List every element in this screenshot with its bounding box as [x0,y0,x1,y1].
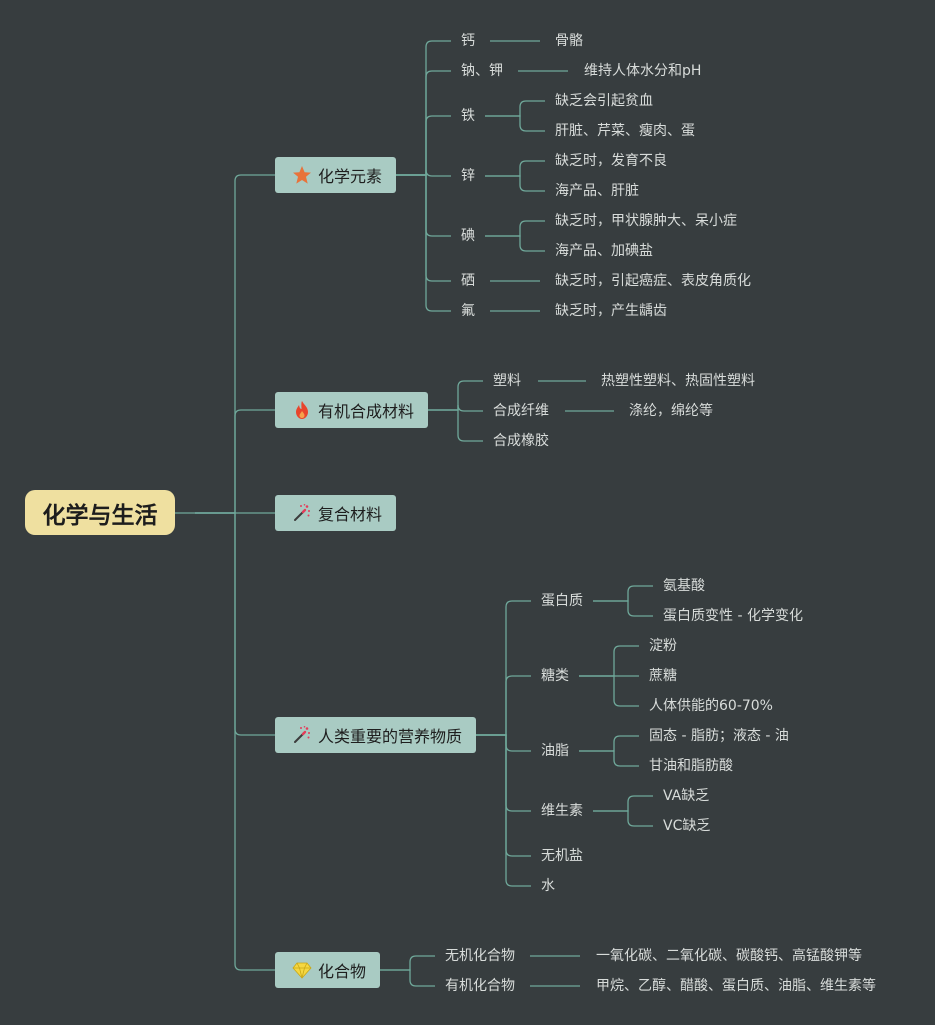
star-icon [291,164,313,186]
diamond-icon [291,959,313,981]
subtopic[interactable]: 蛋白质 [541,593,583,609]
subtopic[interactable]: 合成纤维 [493,403,549,419]
leaf-topic[interactable]: 缺乏会引起贫血 [555,93,653,109]
branch-label: 有机合成材料 [318,402,415,421]
leaf-topic[interactable]: 蔗糖 [649,668,677,684]
leaf-topic[interactable]: 海产品、肝脏 [555,183,639,199]
leaf-topic[interactable]: 甘油和脂肪酸 [649,758,733,774]
subtopic[interactable]: 无机化合物 [445,948,515,964]
subtopic[interactable]: 氟 [461,303,475,319]
subtopic[interactable]: 钙 [461,33,475,49]
subtopic[interactable]: 硒 [461,273,475,289]
subtopic[interactable]: 钠、钾 [461,63,503,79]
leaf-topic[interactable]: 缺乏时，发育不良 [555,153,667,169]
leaf-topic[interactable]: 一氧化碳、二氧化碳、碳酸钙、高锰酸钾等 [596,948,862,964]
flame-icon [291,399,313,421]
leaf-topic[interactable]: 甲烷、乙醇、醋酸、蛋白质、油脂、维生素等 [596,978,876,994]
leaf-topic[interactable]: 蛋白质变性 - 化学变化 [663,608,803,624]
branch-label: 复合材料 [318,505,383,524]
branch-label: 化合物 [318,962,367,981]
subtopic[interactable]: 锌 [461,168,475,184]
branch-topic-2[interactable]: 有机合成材料 [275,392,428,428]
leaf-topic[interactable]: VC缺乏 [663,818,711,834]
branch-topic-3[interactable]: 复合材料 [275,495,396,531]
magic-wand-icon [291,724,313,746]
branch-topic-1[interactable]: 化学元素 [275,157,396,193]
subtopic[interactable]: 塑料 [493,373,521,389]
leaf-topic[interactable]: 淀粉 [649,638,677,654]
leaf-topic[interactable]: 缺乏时，引起癌症、表皮角质化 [555,273,751,289]
branch-label: 人类重要的营养物质 [318,727,463,746]
subtopic[interactable]: 碘 [461,228,475,244]
subtopic[interactable]: 水 [541,878,555,894]
magic-wand-icon [291,502,313,524]
subtopic[interactable]: 铁 [461,108,475,124]
subtopic[interactable]: 合成橡胶 [493,433,549,449]
root-topic[interactable]: 化学与生活 [25,490,175,535]
subtopic[interactable]: 油脂 [541,743,569,759]
leaf-topic[interactable]: 涤纶，绵纶等 [629,403,713,419]
branch-topic-5[interactable]: 化合物 [275,952,380,988]
branch-topic-4[interactable]: 人类重要的营养物质 [275,717,476,753]
leaf-topic[interactable]: 缺乏时，产生龋齿 [555,303,667,319]
subtopic[interactable]: 无机盐 [541,848,583,864]
leaf-topic[interactable]: 人体供能的60-70% [649,698,773,714]
leaf-topic[interactable]: VA缺乏 [663,788,710,804]
leaf-topic[interactable]: 海产品、加碘盐 [555,243,653,259]
leaf-topic[interactable]: 缺乏时，甲状腺肿大、呆小症 [555,213,737,229]
leaf-topic[interactable]: 骨骼 [555,33,583,49]
leaf-topic[interactable]: 肝脏、芹菜、瘦肉、蛋 [555,123,695,139]
subtopic[interactable]: 有机化合物 [445,978,515,994]
branch-label: 化学元素 [318,167,383,186]
leaf-topic[interactable]: 热塑性塑料、热固性塑料 [601,373,755,389]
leaf-topic[interactable]: 氨基酸 [663,578,705,594]
leaf-topic[interactable]: 固态 - 脂肪；液态 - 油 [649,728,789,744]
leaf-topic[interactable]: 维持人体水分和pH [584,63,702,79]
subtopic[interactable]: 糖类 [541,668,569,684]
subtopic[interactable]: 维生素 [541,803,583,819]
